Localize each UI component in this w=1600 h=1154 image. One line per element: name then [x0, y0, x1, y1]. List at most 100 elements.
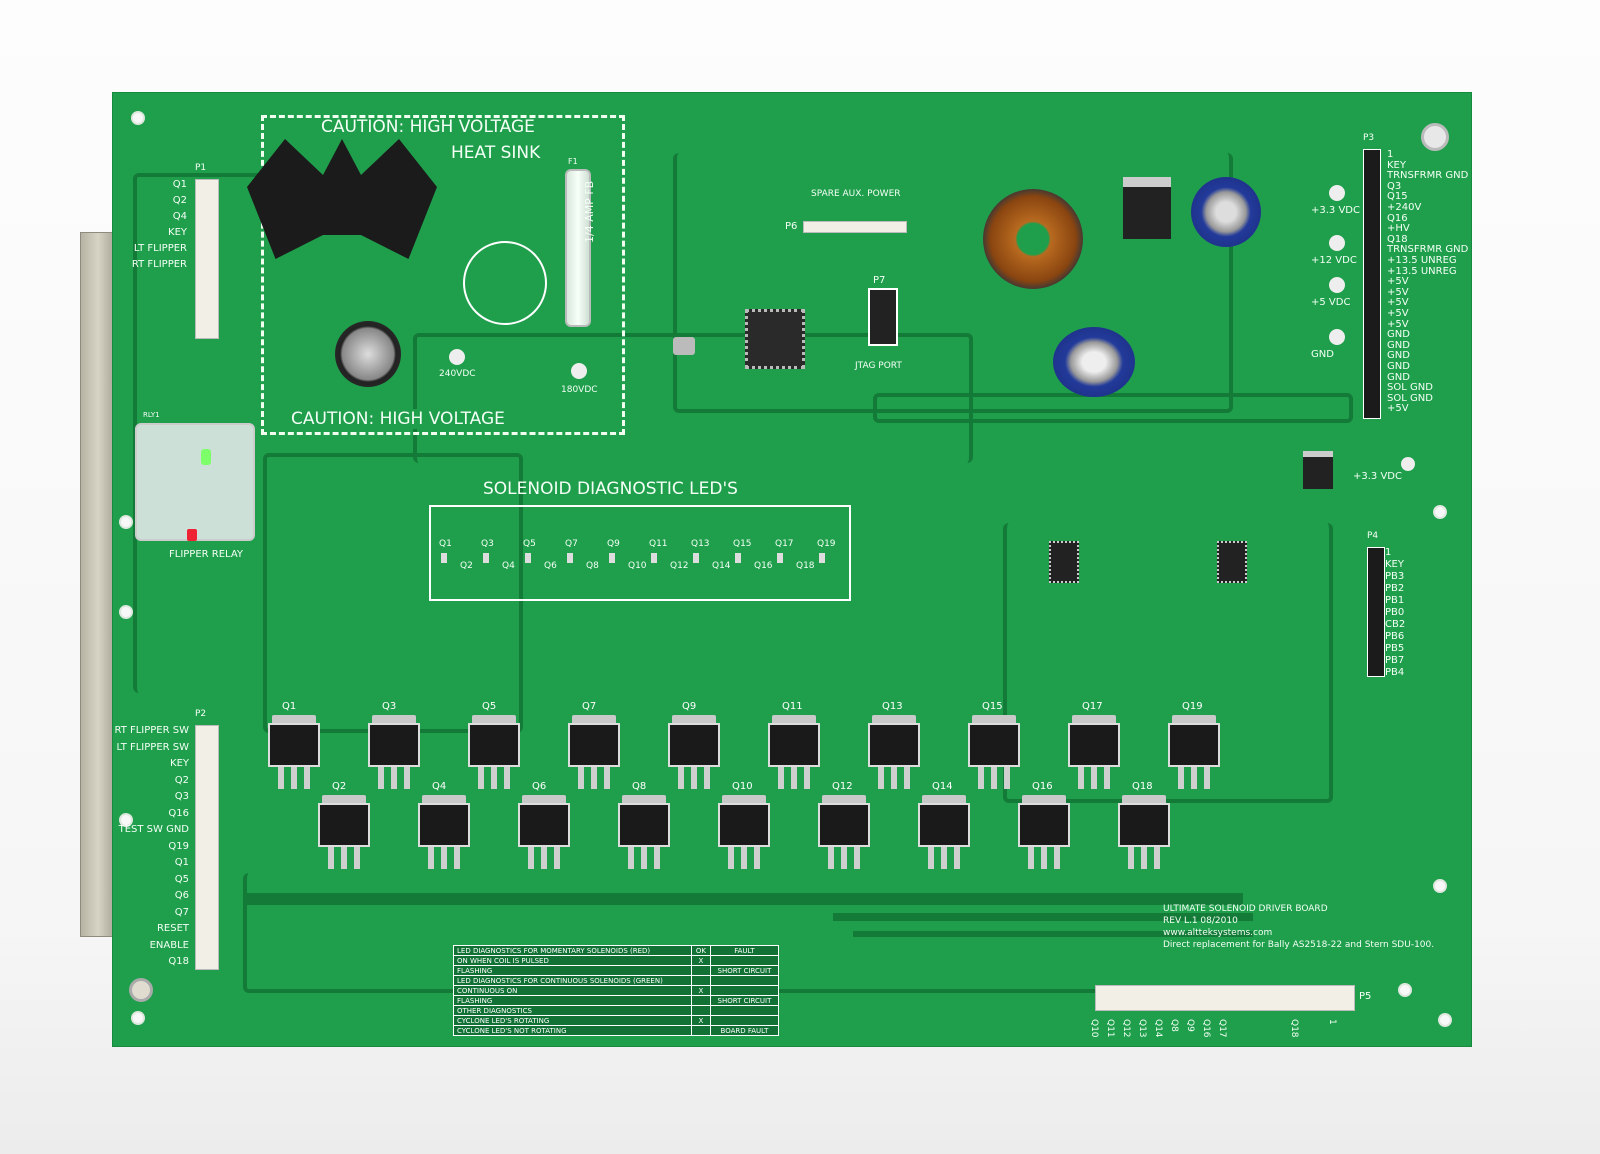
transistor-body: [518, 803, 570, 847]
board-info-line: REV L.1 08/2010: [1163, 916, 1238, 926]
p5-ref: P5: [1359, 991, 1372, 1002]
capacitor-c4: [463, 241, 547, 325]
transistor-label: Q2: [332, 781, 347, 792]
table-cell: [690, 975, 711, 986]
transistor-label: Q1: [282, 701, 297, 712]
mosfet-transistor: Q18: [1118, 781, 1170, 873]
transistor-label: Q18: [1132, 781, 1153, 792]
p3-pin-label: +5V: [1387, 318, 1409, 330]
p5-pin-label: Q17: [1217, 1019, 1227, 1038]
diag-led-label: Q8: [586, 561, 599, 571]
table-cell: SHORT CIRCUIT: [709, 965, 780, 976]
voltage-regulator: [1123, 177, 1171, 239]
mosfet-transistor: Q13: [868, 701, 920, 793]
transistor-label: Q13: [882, 701, 903, 712]
p4-pin-label: PB5: [1385, 643, 1405, 654]
mosfet-transistor: Q12: [818, 781, 870, 873]
trace: [873, 393, 1353, 423]
mounting-hole: [131, 1011, 145, 1025]
p2-pin-label: Q18: [168, 956, 189, 967]
diag-led: [609, 553, 615, 563]
transistor-label: Q19: [1182, 701, 1203, 712]
mosfet-transistor: Q2: [318, 781, 370, 873]
transistor-leg: [554, 847, 560, 869]
table-cell: X: [690, 1015, 711, 1026]
relay-button[interactable]: [187, 529, 197, 541]
tp1-label: 240VDC: [439, 369, 476, 379]
transistor-tab: [822, 795, 866, 805]
table-row: OTHER DIAGNOSTICS: [453, 1005, 780, 1016]
metal-bracket: [80, 232, 116, 937]
transistor-label: Q17: [1082, 701, 1103, 712]
transistor-leg: [928, 847, 934, 869]
fuse: [565, 169, 591, 327]
diag-led-label: Q18: [796, 561, 815, 571]
p2-pin-label: RESET: [156, 923, 189, 934]
transistor-leg: [304, 767, 310, 789]
transistor-leg: [1104, 767, 1110, 789]
test-point: [1329, 185, 1345, 201]
transistor-leg: [504, 767, 510, 789]
test-point: [1329, 235, 1345, 251]
p2-pin-label: Q19: [168, 840, 189, 852]
diag-led-label: Q1: [439, 539, 452, 549]
table-cell: [709, 1005, 780, 1016]
table-row: LED DIAGNOSTICS FOR CONTINUOUS SOLENOIDS…: [453, 975, 780, 986]
p3-pin-label: Q18: [1387, 233, 1408, 245]
crystal: [673, 337, 695, 355]
transistor-leg: [691, 767, 697, 789]
relay-label: FLIPPER RELAY: [169, 549, 244, 560]
transistor-body: [468, 723, 520, 767]
tp3-label: +3.3 VDC: [1353, 471, 1402, 482]
transistor-label: Q9: [682, 701, 697, 712]
transistor-leg: [491, 767, 497, 789]
fuse-ref: F1: [568, 157, 578, 166]
diag-led-label: Q6: [544, 561, 557, 571]
transistor-leg: [278, 767, 284, 789]
p5-pin-label: Q8: [1169, 1019, 1179, 1032]
transistor-leg: [291, 767, 297, 789]
table-cell: [690, 965, 711, 976]
mounting-hole: [1438, 1013, 1452, 1027]
trace: [413, 333, 973, 463]
table-cell: BOARD FAULT: [709, 1025, 780, 1036]
transistor-leg: [1041, 847, 1047, 869]
table-cell: OTHER DIAGNOSTICS: [453, 1005, 692, 1016]
table-cell: [709, 955, 780, 966]
transistor-tab: [1072, 715, 1116, 725]
test-point-tp2: [571, 363, 587, 379]
p2-pin-label: Q6: [174, 890, 189, 901]
relay-ref: RLY1: [143, 411, 160, 419]
transistor-body: [368, 723, 420, 767]
test-point-label: +3.3 VDC: [1311, 205, 1360, 216]
p3-pin-label: SOL GND: [1387, 392, 1433, 404]
test-point-label: +5 VDC: [1311, 297, 1351, 308]
transistor-leg: [328, 847, 334, 869]
transistor-leg: [591, 767, 597, 789]
diag-led-label: Q14: [712, 561, 731, 571]
mosfet-transistor: Q14: [918, 781, 970, 873]
p1-pin-label: RT FLIPPER: [131, 259, 187, 270]
transistor-leg: [1191, 767, 1197, 789]
ic-u6: [1049, 541, 1079, 583]
caution-label: CAUTION: HIGH VOLTAGE: [321, 117, 535, 137]
transistor-leg: [804, 767, 810, 789]
transistor-leg: [1154, 847, 1160, 869]
p3-pin-label: 1: [1387, 149, 1394, 160]
p2-ref: P2: [195, 709, 207, 719]
transistor-leg: [954, 847, 960, 869]
test-point: [1329, 277, 1345, 293]
ic-u7: [1217, 541, 1247, 583]
transistor-leg: [728, 847, 734, 869]
mounting-hole: [129, 978, 153, 1002]
transistor-leg: [1128, 847, 1134, 869]
p5-pin-label: Q13: [1137, 1019, 1147, 1038]
p4-pin-label: PB1: [1385, 595, 1405, 606]
diag-led: [777, 553, 783, 563]
transistor-body: [268, 723, 320, 767]
mosfet-transistor: Q15: [968, 701, 1020, 793]
table-cell: [709, 985, 780, 996]
transistor-label: Q8: [632, 781, 647, 792]
transistor-body: [768, 723, 820, 767]
transistor-leg: [1078, 767, 1084, 789]
